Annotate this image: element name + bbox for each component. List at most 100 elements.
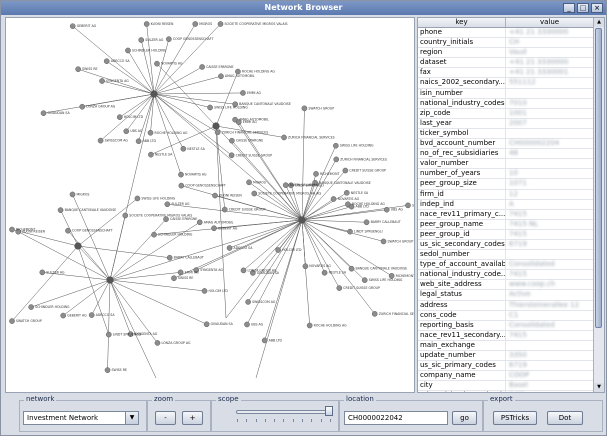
graph-node[interactable] (163, 216, 169, 223)
network-select[interactable]: Investment Network ▼ (23, 411, 139, 425)
graph-node[interactable] (125, 47, 131, 54)
graph-node[interactable] (302, 263, 309, 270)
maximize-button[interactable]: □ (577, 3, 589, 13)
graph-node[interactable] (103, 58, 110, 64)
graph-node[interactable] (282, 182, 289, 188)
table-row[interactable]: valor_number (418, 159, 604, 170)
graph-node[interactable] (138, 37, 145, 43)
graph-node[interactable] (201, 288, 208, 294)
graph-node[interactable] (250, 270, 256, 276)
graph-node[interactable] (196, 219, 203, 226)
graph-node[interactable] (212, 122, 220, 130)
export-dot-button[interactable]: Dot (547, 411, 583, 425)
table-row[interactable]: ticker_symbol (418, 128, 604, 140)
graph-node[interactable] (39, 269, 46, 276)
graph-node[interactable] (261, 337, 268, 344)
graph-node[interactable] (212, 192, 218, 199)
graph-node[interactable] (69, 23, 76, 29)
graph-node[interactable] (228, 152, 235, 159)
graph-node[interactable] (348, 203, 355, 210)
graph-node[interactable] (405, 202, 411, 209)
graph-node[interactable] (380, 238, 387, 245)
graph-node[interactable] (57, 207, 64, 213)
go-button[interactable]: go (452, 411, 477, 425)
table-row[interactable]: main_exchange (418, 340, 604, 351)
graph-node[interactable] (97, 137, 104, 144)
graph-node[interactable] (150, 90, 158, 98)
graph-node[interactable] (193, 267, 200, 273)
graph-node[interactable] (104, 367, 111, 373)
table-row[interactable]: naics_2002_secondary...551112 (418, 78, 604, 89)
scope-slider-thumb[interactable] (325, 406, 333, 416)
graph-node[interactable] (151, 231, 157, 238)
graph-node[interactable] (106, 276, 114, 284)
graph-node[interactable] (60, 312, 66, 319)
graph-node[interactable] (348, 265, 355, 272)
scrollbar-thumb[interactable] (595, 28, 602, 328)
graph-node[interactable] (9, 318, 15, 324)
graph-node[interactable] (281, 134, 287, 141)
graph-node[interactable] (244, 321, 250, 328)
chevron-down-icon[interactable]: ▼ (125, 412, 138, 424)
graph-node[interactable] (166, 36, 172, 42)
graph-node[interactable] (75, 66, 81, 72)
graph-node[interactable] (221, 206, 228, 213)
graph-node[interactable] (116, 114, 123, 120)
export-pstricks-button[interactable]: PSTricks (493, 411, 537, 425)
graph-node[interactable] (246, 179, 252, 186)
column-header-value[interactable]: value (506, 18, 594, 27)
graph-node[interactable] (177, 269, 184, 276)
graph-node[interactable] (79, 103, 86, 110)
table-row[interactable]: isin_number (418, 88, 604, 99)
graph-node[interactable] (192, 21, 199, 27)
graph-node[interactable] (235, 119, 242, 125)
graph-node[interactable] (9, 226, 15, 233)
graph-node[interactable] (164, 201, 171, 208)
scroll-down-icon[interactable]: ▼ (594, 383, 604, 392)
graph-node[interactable] (122, 212, 129, 219)
graph-node[interactable] (298, 216, 306, 224)
graph-node[interactable] (199, 64, 205, 70)
table-row[interactable]: sedol_number (418, 250, 604, 261)
graph-node[interactable] (371, 311, 378, 317)
graph-node[interactable] (330, 196, 337, 202)
graph-node[interactable] (180, 145, 187, 152)
graph-node[interactable] (143, 21, 150, 27)
graph-node[interactable] (333, 156, 340, 163)
graph-node[interactable] (178, 182, 185, 189)
graph-node[interactable] (134, 195, 141, 202)
graph-node[interactable] (74, 242, 82, 250)
graph-node[interactable] (312, 179, 318, 186)
table-row[interactable]: nace_rev11_primary_c...7415 (418, 209, 604, 220)
graph-node[interactable] (336, 285, 343, 291)
graph-node[interactable] (306, 322, 313, 329)
graph-node[interactable] (88, 312, 95, 318)
graph-node[interactable] (232, 101, 238, 108)
graph-node[interactable] (99, 78, 105, 84)
graph-node[interactable] (166, 254, 173, 261)
graph-node[interactable] (211, 225, 217, 232)
graph-node[interactable] (203, 321, 210, 328)
graph-node[interactable] (235, 68, 241, 75)
graph-node[interactable] (321, 269, 328, 276)
table-row[interactable]: phone+41 21 3330000 (418, 28, 604, 39)
graph-node[interactable] (363, 219, 370, 226)
graph-node[interactable] (383, 206, 390, 213)
graph-node[interactable] (217, 21, 224, 27)
table-row[interactable]: edu_uci_ics_jung_algorith...0.02 (418, 391, 604, 392)
